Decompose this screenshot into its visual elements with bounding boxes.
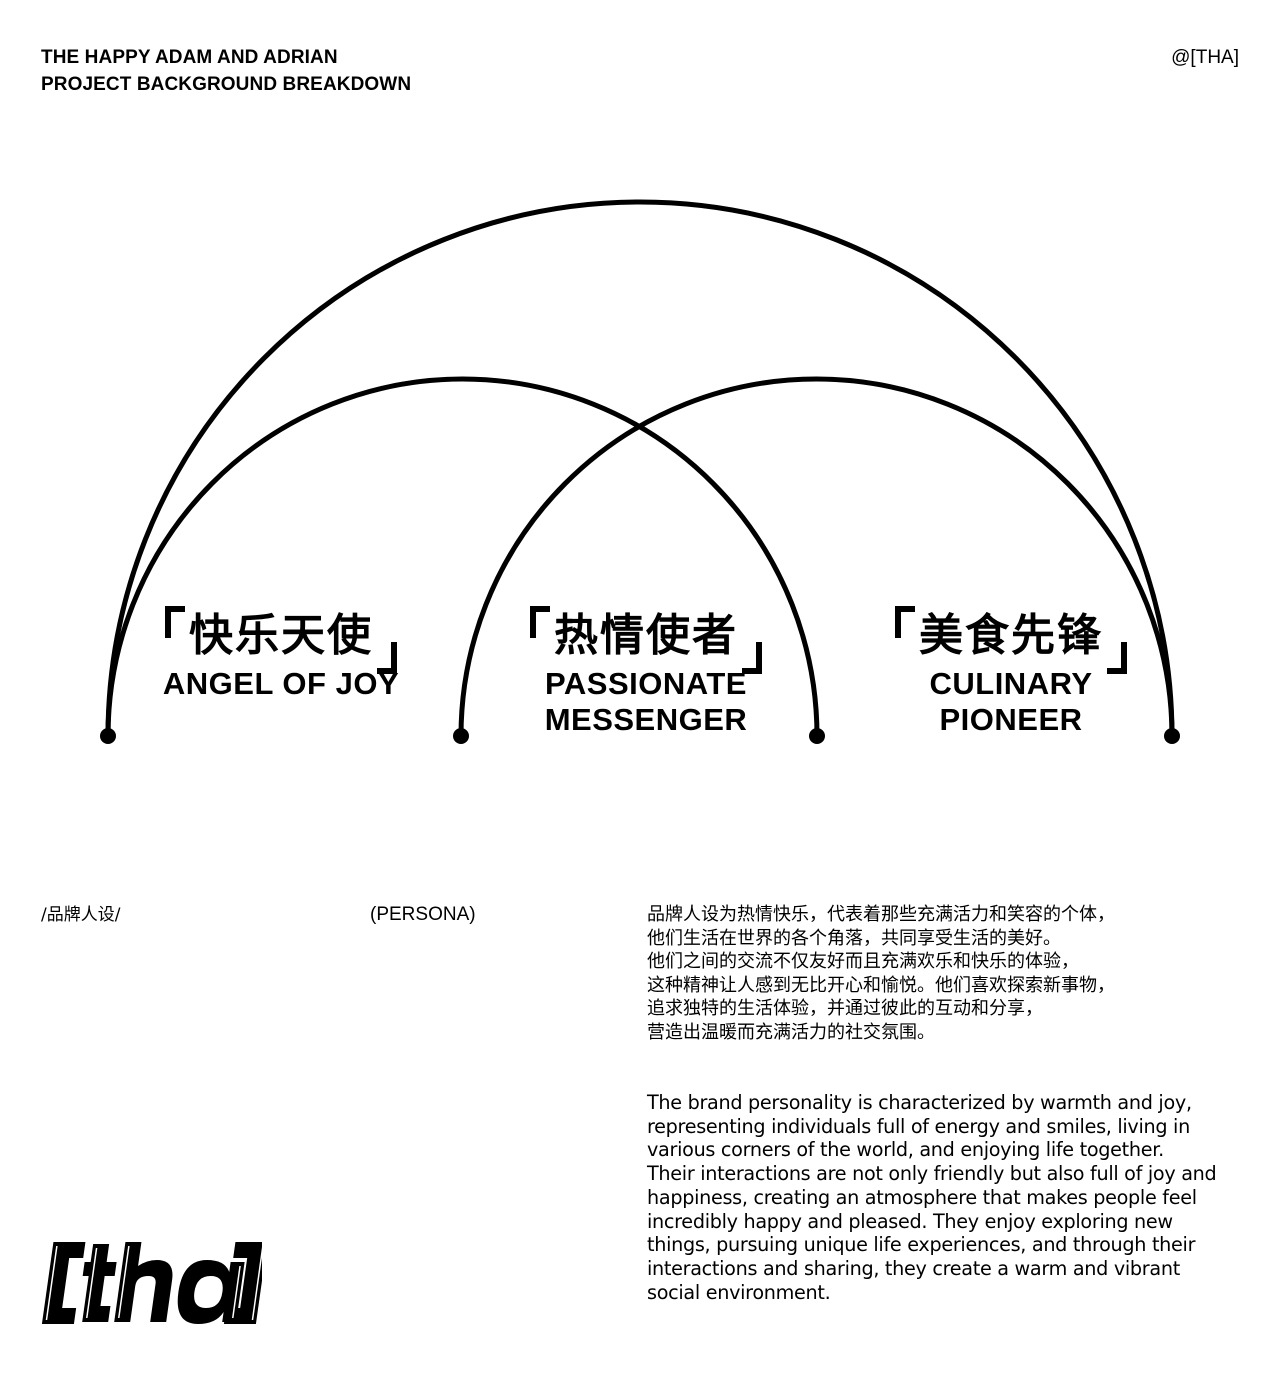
persona-cn-title: 美食先锋 [893, 606, 1129, 674]
persona-en-line-1: PASSIONATE [545, 666, 747, 701]
title-line-1: THE HAPPY ADAM AND ADRIAN [41, 47, 338, 68]
persona-en-title: ANGEL OF JOY [150, 666, 412, 702]
persona-arc-diagram [100, 199, 1180, 744]
outer-arc [105, 199, 1175, 739]
persona-cn-text: 美食先锋 [919, 610, 1103, 661]
tha-logo [40, 1238, 268, 1328]
persona-passionate-messenger: 热情使者 PASSIONATE MESSENGER [515, 606, 777, 738]
brand-handle: @[THA] [1171, 47, 1239, 68]
section-label-cn: /品牌人设/ [41, 905, 121, 925]
persona-en-title: PASSIONATE MESSENGER [515, 666, 777, 738]
corner-bracket-close-icon [742, 642, 762, 674]
persona-cn-text: 热情使者 [554, 610, 738, 661]
endpoint-dot-1 [100, 728, 116, 744]
corner-bracket-close-icon [377, 642, 397, 674]
corner-bracket-open-icon [895, 606, 915, 638]
persona-en-line-2: PIONEER [939, 702, 1083, 737]
persona-en-title: CULINARY PIONEER [880, 666, 1142, 738]
title-line-2: PROJECT BACKGROUND BREAKDOWN [41, 74, 412, 95]
persona-angel-of-joy: 快乐天使 ANGEL OF JOY [150, 606, 412, 702]
section-label-en: (PERSONA) [370, 904, 476, 925]
corner-bracket-open-icon [165, 606, 185, 638]
endpoint-dot-3 [809, 728, 825, 744]
persona-en-line-1: ANGEL OF JOY [162, 666, 400, 701]
page-title: THE HAPPY ADAM AND ADRIAN PROJECT BACKGR… [41, 44, 411, 98]
endpoint-dot-4 [1164, 728, 1180, 744]
left-inner-arc [105, 376, 820, 739]
persona-en-line-2: MESSENGER [544, 702, 748, 737]
right-inner-arc [458, 376, 1175, 739]
persona-cn-title: 热情使者 [528, 606, 764, 674]
persona-description-en: The brand personality is characterized b… [647, 1091, 1217, 1304]
corner-bracket-open-icon [530, 606, 550, 638]
persona-description-cn: 品牌人设为热情快乐，代表着那些充满活力和笑容的个体， 他们生活在世界的各个角落，… [647, 904, 1115, 1043]
endpoint-dot-2 [453, 728, 469, 744]
corner-bracket-close-icon [1107, 642, 1127, 674]
persona-en-line-1: CULINARY [929, 666, 1093, 701]
persona-culinary-pioneer: 美食先锋 CULINARY PIONEER [880, 606, 1142, 738]
persona-cn-text: 快乐天使 [189, 610, 373, 661]
persona-cn-title: 快乐天使 [163, 606, 399, 674]
tha-logo-icon [41, 1242, 268, 1324]
